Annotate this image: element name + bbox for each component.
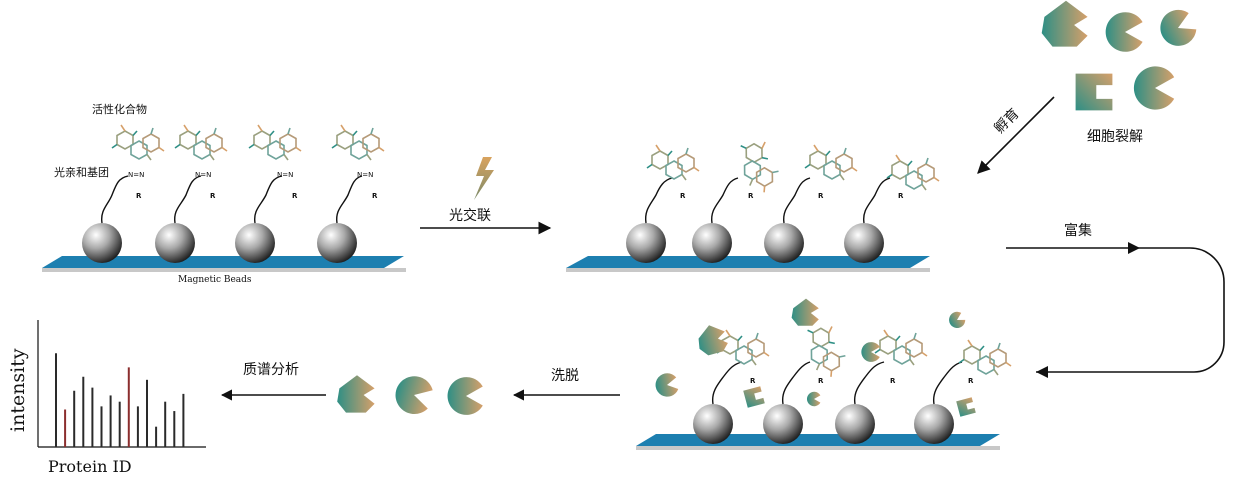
enrichment-label: 富集	[1064, 222, 1092, 239]
elution-step: 洗脱	[512, 368, 620, 401]
cell-lysis-label: 细胞裂解	[1087, 129, 1143, 145]
elution-label: 洗脱	[551, 368, 579, 384]
y-axis-label: intensity	[7, 348, 29, 432]
r-group-label: R	[372, 192, 378, 200]
x-axis-label: Protein ID	[48, 457, 132, 476]
bead	[155, 124, 228, 263]
diazirine-label: N=N	[128, 171, 144, 179]
diazirine-label: N=N	[277, 171, 293, 179]
probe-panel: N=N N=N N=N N=N R R R R 活性化合物 光亲和基团 Magn…	[42, 102, 406, 285]
uv-light-icon	[474, 157, 494, 200]
diazirine-label: N=N	[195, 171, 211, 179]
bead	[82, 124, 165, 263]
magnetic-beads-label: Magnetic Beads	[178, 275, 252, 285]
r-group-label: R	[292, 192, 298, 200]
r-group-label: R	[136, 192, 142, 200]
crosslinked-panel: R R R R	[566, 133, 940, 272]
photoaffinity-group-label: 光亲和基团	[54, 165, 109, 179]
r-group-label: R	[818, 192, 824, 200]
photo-crosslink-step: 光交联	[420, 157, 552, 235]
r-group-label: R	[680, 192, 686, 200]
cell-lysate-proteins: 细胞裂解	[1041, 0, 1201, 145]
r-group-label: R	[210, 192, 216, 200]
r-group-label: R	[898, 192, 904, 200]
active-compound-label: 活性化合物	[92, 102, 147, 116]
bead	[317, 124, 385, 263]
eluted-proteins	[337, 371, 483, 418]
bead	[235, 124, 302, 263]
r-group-label: R	[750, 377, 756, 385]
incubation-step: 孵育	[977, 96, 1055, 174]
enrichment-step: 富集	[1006, 222, 1225, 378]
ms-spectrum-chart: intensity Protein ID	[7, 320, 206, 476]
r-group-label: R	[890, 377, 896, 385]
captured-panel: R R R R	[636, 298, 1012, 450]
r-group-label: R	[748, 192, 754, 200]
r-group-label: R	[818, 377, 824, 385]
r-group-label: R	[968, 377, 974, 385]
ms-analysis-step: 质谱分析	[220, 362, 326, 401]
photo-crosslink-label: 光交联	[449, 207, 491, 224]
ms-analysis-label: 质谱分析	[243, 362, 299, 378]
diazirine-label: N=N	[357, 171, 373, 179]
